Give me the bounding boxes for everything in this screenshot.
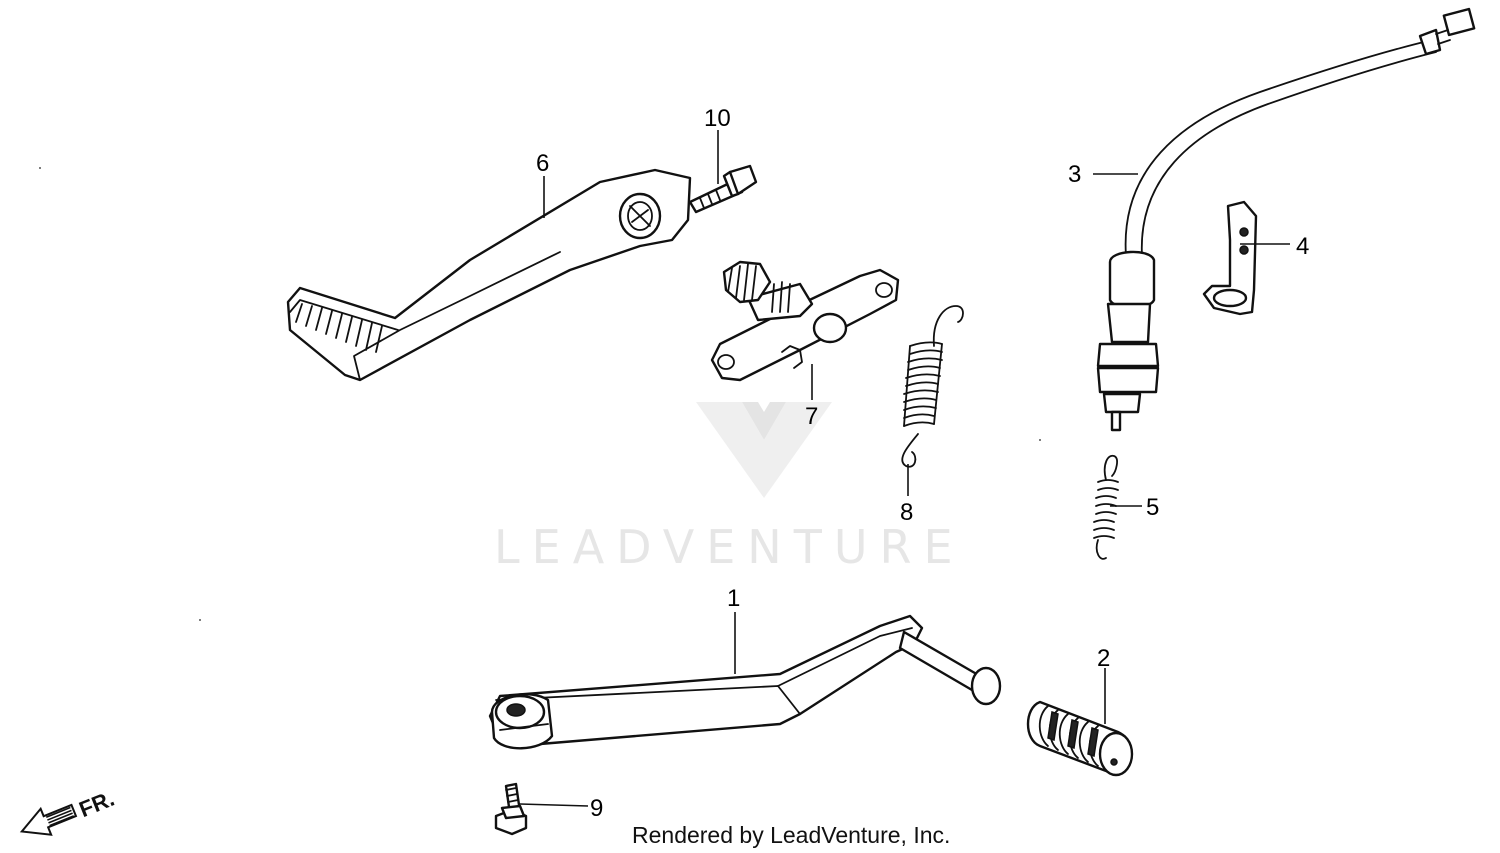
watermark-text: LEADVENTURE	[494, 520, 965, 574]
callout-9: 9	[590, 795, 603, 822]
callout-8: 8	[900, 499, 913, 526]
part-8-return-spring	[901, 305, 964, 468]
leader-lines	[519, 130, 1290, 807]
part-2-peg-rubber	[1026, 700, 1134, 777]
part-1-gearshift-pedal	[488, 614, 1002, 750]
callout-10: 10	[704, 105, 731, 132]
callout-5: 5	[1146, 494, 1159, 521]
callout-4: 4	[1296, 233, 1309, 260]
render-credit: Rendered by LeadVenture, Inc.	[632, 822, 951, 848]
callout-3: 3	[1068, 161, 1081, 188]
callout-7: 7	[805, 403, 818, 430]
callout-2: 2	[1097, 645, 1110, 672]
part-6-brake-pedal	[286, 168, 692, 382]
front-direction-arrow-icon: FR.	[19, 786, 118, 836]
part-3-stop-switch	[1096, 7, 1476, 432]
part-10-bolt	[688, 164, 758, 214]
part-9-bolt	[494, 782, 528, 836]
callout-1: 1	[727, 585, 740, 612]
callouts: 1 2 3 4 5 6 7 8 9 10	[536, 105, 1309, 822]
part-4-bracket	[1202, 200, 1258, 316]
leadventure-watermark: LEADVENTURE	[494, 402, 965, 574]
part-7-pivot-plate	[710, 260, 900, 382]
front-direction-label: FR.	[76, 786, 118, 822]
leadventure-logo-icon	[696, 402, 832, 498]
part-5-switch-spring	[1093, 454, 1119, 560]
callout-6: 6	[536, 150, 549, 177]
stray-marks	[39, 167, 1041, 621]
